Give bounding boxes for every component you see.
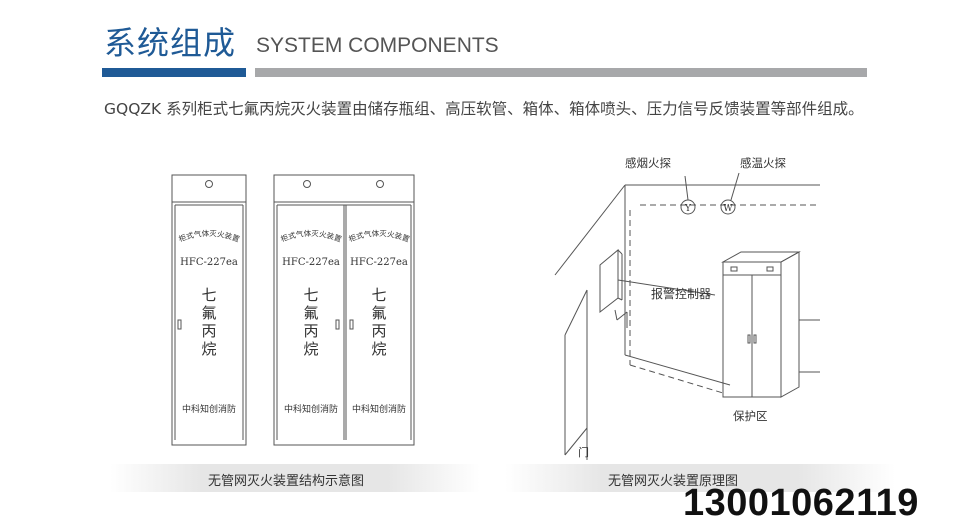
double-right-char-2: 氟 [371,304,386,322]
double-left-char-2: 氟 [303,304,318,322]
intro-paragraph: GQQZK 系列柜式七氟丙烷灭火装置由储存瓶组、高压软管、箱体、箱体喷头、压力信… [104,100,864,118]
section-title-cn: 系统组成 [104,24,237,62]
double-right-char-1: 七 [371,286,386,304]
room-back-wall-left [554,184,626,276]
controller-label: 报警控制器 [651,286,711,301]
single-char-2: 氟 [201,304,216,322]
heat-detector-icon: W [723,204,733,214]
title-underline-blue [102,68,246,77]
double-left-char-3: 丙 [303,322,318,340]
double-left-model: HFC-227ea [282,257,340,268]
smoke-detector-icon: Y [684,204,692,214]
single-door-cabinet [171,174,247,446]
svg-text:Y: Y [684,204,692,214]
caption-principle: 无管网灭火装置原理图 [608,474,739,489]
single-char-1: 七 [201,286,216,304]
double-right-char-4: 烷 [371,340,386,358]
double-right-model: HFC-227ea [350,257,408,268]
door-label: 门 [578,445,589,459]
caption-band-right [505,464,895,492]
heat-detector-label: 感温火探 [740,156,786,170]
caption-structure: 无管网灭火装置结构示意图 [208,474,365,489]
smoke-detector-label: 感烟火探 [625,156,671,170]
single-char-3: 丙 [201,322,216,340]
phone-number: 13001062119 [683,482,919,524]
title-underline-grey [255,68,867,77]
double-right-char-3: 丙 [371,322,386,340]
section-title-en: SYSTEM COMPONENTS [256,34,499,57]
cabinet-structure-diagram: 柜式气体灭火装置 HFC-227ea 七 氟 丙 烷 中科知创消防 柜式气体灭火… [171,174,415,446]
principle-diagram: Y W 感烟火探 感温火探 报警控制器 保护区 门 [554,156,820,460]
double-left-char-4: 烷 [303,340,318,358]
caption-band-left [110,464,480,492]
single-company: 中科知创消防 [182,403,236,415]
single-model: HFC-227ea [180,257,238,268]
double-left-arc-label: 柜式气体灭火装置 [279,228,343,244]
double-right-arc-label: 柜式气体灭火装置 [347,228,411,244]
double-left-char-1: 七 [303,286,318,304]
double-right-company: 中科知创消防 [352,403,406,415]
single-arc-label: 柜式气体灭火装置 [177,228,241,244]
double-door-cabinet [273,174,415,446]
single-char-4: 烷 [201,340,216,358]
protected-zone-label: 保护区 [733,409,768,423]
svg-text:W: W [723,204,733,214]
double-left-company: 中科知创消防 [284,403,338,415]
